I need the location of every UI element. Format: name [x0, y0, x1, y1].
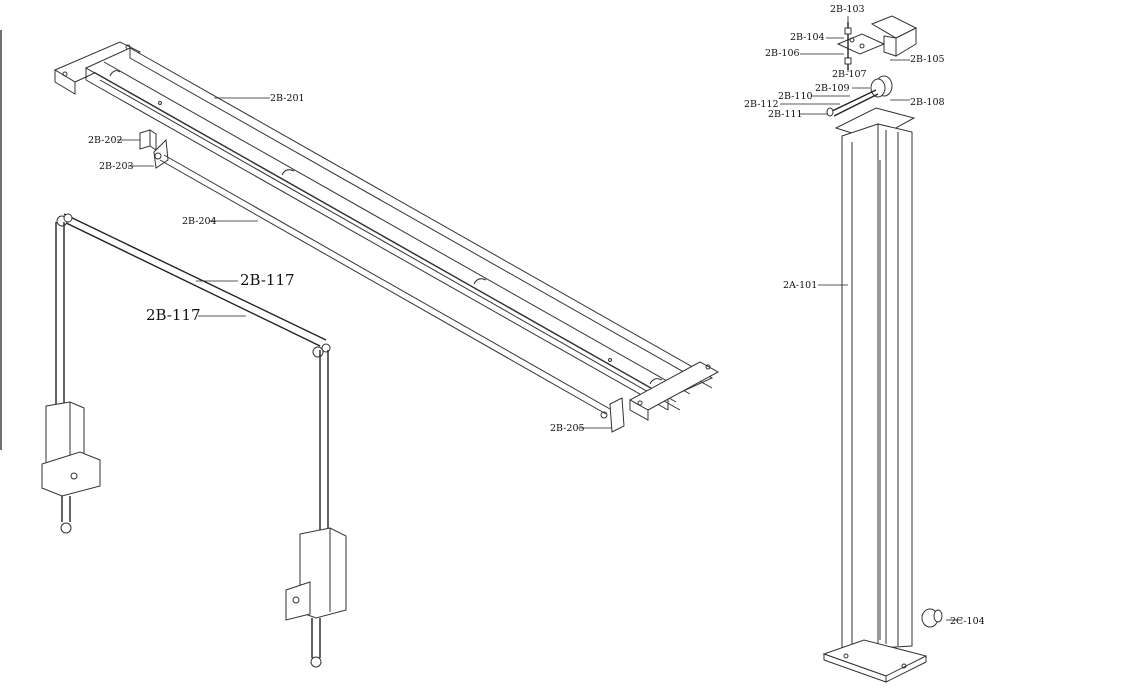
cable-frame — [55, 213, 331, 536]
label-2B-203: 2B-203 — [99, 161, 134, 172]
top-bracket-105 — [870, 15, 918, 57]
label-2B-204: 2B-204 — [182, 216, 217, 227]
leader-lines — [117, 16, 962, 621]
label-2B-107: 2B-107 — [832, 69, 867, 80]
label-2B-108: 2B-108 — [910, 97, 945, 108]
pulley-2C-104 — [921, 608, 943, 628]
plate-104 — [836, 33, 886, 55]
label-2B-110: 2B-110 — [778, 91, 813, 102]
label-2C-104: 2C-104 — [950, 616, 985, 627]
label-2B-105: 2B-105 — [910, 54, 945, 65]
top-beam — [53, 41, 720, 421]
rod-204 — [159, 154, 611, 415]
pulley-108 — [826, 75, 893, 117]
bolt-stack — [844, 22, 852, 70]
column-2A-101 — [822, 107, 928, 683]
label-2B-111: 2B-111 — [768, 109, 803, 120]
label-2B-202: 2B-202 — [88, 135, 123, 146]
label-2B-106: 2B-106 — [765, 48, 800, 59]
label-2B-205: 2B-205 — [550, 423, 585, 434]
label-2B-117-lower: 2B-117 — [146, 306, 201, 324]
left-carriage — [41, 401, 101, 534]
label-2B-112: 2B-112 — [744, 99, 779, 110]
label-2B-117-upper: 2B-117 — [240, 271, 295, 289]
label-2B-109: 2B-109 — [815, 83, 850, 94]
bracket-202 — [139, 129, 157, 151]
label-2B-103: 2B-103 — [830, 4, 865, 15]
bracket-203 — [153, 138, 169, 169]
bracket-205 — [600, 397, 625, 433]
label-2B-104: 2B-104 — [790, 32, 825, 43]
right-carriage — [285, 527, 347, 668]
label-2B-201: 2B-201 — [270, 93, 305, 104]
label-2A-101: 2A-101 — [783, 280, 818, 291]
